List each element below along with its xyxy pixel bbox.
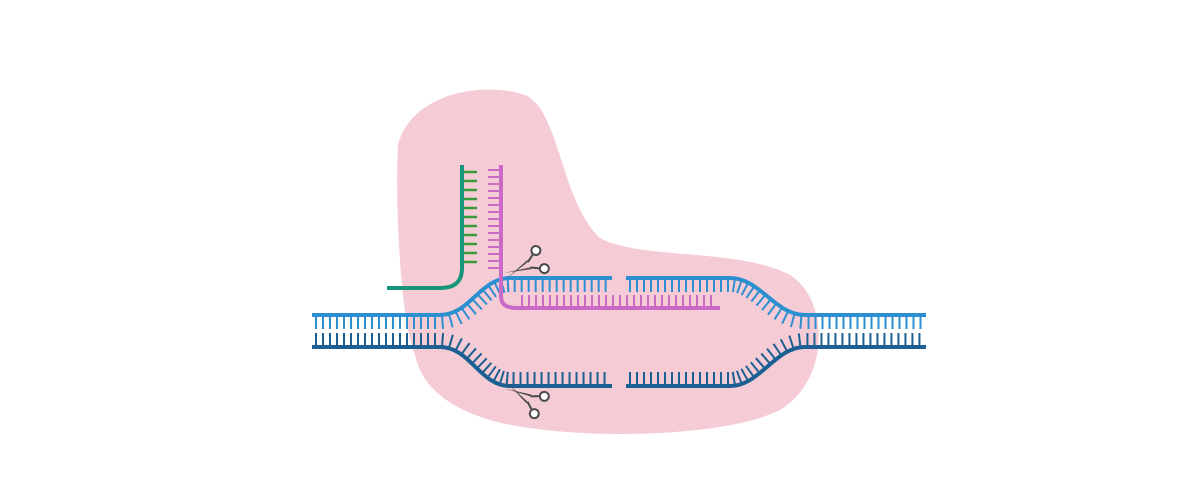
base-rung (505, 371, 509, 386)
scissors-icon (504, 383, 550, 420)
scissors-handle (527, 253, 534, 263)
scissors-ring (538, 390, 550, 402)
base-rung (745, 285, 756, 299)
base-rung (454, 337, 463, 352)
base-rung (447, 334, 454, 349)
base-rung (492, 368, 501, 383)
base-rung (486, 365, 497, 379)
base-rung (781, 310, 790, 325)
base-rung (731, 371, 736, 386)
base-rung (789, 313, 796, 328)
base-rung (760, 352, 772, 365)
base-rung (788, 335, 795, 350)
base-rung (476, 357, 488, 370)
base-rung (735, 370, 743, 385)
guide-rna-strand (499, 165, 720, 310)
base-rung (460, 342, 471, 356)
base-rung (441, 314, 444, 329)
base-rung (740, 282, 750, 296)
base-rung (447, 313, 454, 328)
dna-bottom-strand-bases (315, 333, 921, 386)
base-rung (471, 298, 483, 310)
scissors-ring (530, 244, 542, 256)
dna-top-strand-left (312, 276, 612, 317)
dna-bottom-strand-right (626, 345, 926, 388)
base-rung (745, 365, 755, 378)
base-rung (487, 284, 497, 298)
base-rung (750, 361, 761, 374)
base-rung (481, 288, 493, 302)
scissors-blade (506, 260, 528, 279)
base-rung (441, 333, 445, 348)
tracr-rna-strand (387, 165, 464, 290)
base-rung (466, 302, 477, 315)
base-rung (466, 347, 477, 360)
base-rung (799, 314, 803, 329)
base-rung (736, 279, 743, 294)
base-rung (750, 289, 761, 303)
base-rung (506, 278, 510, 293)
base-rung (740, 368, 750, 382)
base-rung (460, 307, 471, 320)
base-rung (476, 293, 488, 306)
scissors-handle (530, 395, 540, 398)
scissors-ring (538, 263, 550, 275)
scissors-ring (528, 408, 540, 420)
base-rung (779, 338, 789, 353)
base-rung (773, 306, 783, 320)
base-rung (772, 343, 783, 356)
base-rung (731, 278, 736, 293)
scissors-handle (530, 266, 541, 270)
scissors-blade (507, 383, 528, 404)
scissors-blade (504, 388, 532, 397)
base-rung (471, 352, 483, 365)
base-rung (761, 298, 772, 311)
base-rung (797, 333, 802, 348)
base-rung (755, 294, 767, 307)
base-rung (766, 348, 777, 361)
base-rung (755, 357, 766, 370)
base-rung (767, 302, 778, 316)
base-rung (454, 310, 463, 325)
dna-top-strand-right (626, 276, 926, 317)
guide-rna-stem-bases (488, 169, 501, 269)
base-rung (498, 370, 505, 385)
base-rung (481, 362, 493, 374)
scissors-handle (526, 401, 533, 411)
dna-bottom-strand-left (312, 345, 612, 388)
dna-top-strand-bases (315, 278, 922, 329)
guide-rna-bases (521, 295, 712, 308)
scissors-icon (504, 244, 550, 279)
tracr-rna-bases (462, 170, 477, 264)
scissors-blade (504, 267, 532, 273)
